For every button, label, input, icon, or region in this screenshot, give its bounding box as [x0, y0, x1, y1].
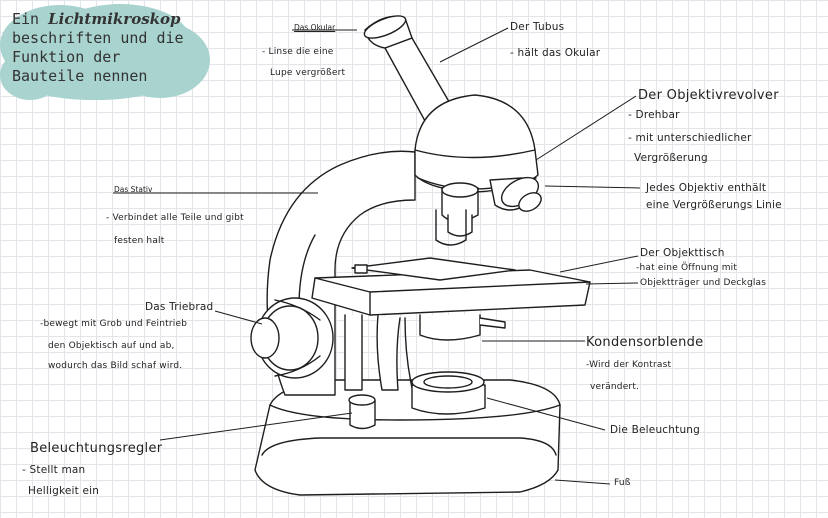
label-regler-desc1: - Stellt man [22, 465, 85, 476]
label-revolver-name: Der Objektivrevolver [638, 88, 779, 103]
dash: - [40, 319, 44, 329]
label-objekttisch-desc1: -hat eine Öffnung mit [636, 264, 737, 273]
label-revolver-desc2: - mit unterschiedlicher [628, 133, 752, 144]
brightness-knob [349, 399, 376, 430]
label-regler-name: Beleuchtungsregler [30, 441, 163, 456]
dash: - [628, 132, 632, 144]
leader-lines [113, 27, 641, 485]
title-text: Ein Lichtmikroskop beschriften und die F… [12, 10, 184, 86]
label-revolver-desc1-text: Drehbar [635, 109, 680, 121]
label-kondensor-desc1-text: Wird der Kontrast [589, 360, 672, 370]
label-triebrad-desc2: den Objektisch auf und ab, [48, 341, 175, 351]
label-kondensor-desc2: verändert. [590, 382, 640, 392]
label-objektiv-desc1: Jedes Objektiv enthält [646, 182, 767, 194]
dash: - [262, 47, 266, 57]
label-okular-desc2: Lupe vergrößert [270, 68, 346, 78]
microscope-drawing [250, 15, 591, 496]
focus-knob-triebrad [250, 297, 334, 379]
illumination [411, 384, 486, 415]
label-stativ-name: Das Stativ [114, 185, 153, 194]
label-revolver-desc3: Vergrößerung [634, 152, 708, 164]
label-regler-desc1-text: Stellt man [29, 464, 86, 476]
title-line3: Funktion der [12, 48, 121, 66]
label-fuss-name: Fuß [614, 478, 631, 488]
label-tubus-desc: - hält das Okular [510, 48, 600, 59]
label-stativ-desc1: - Verbindet alle Teile und gibt [106, 214, 244, 223]
objective-lenses [435, 176, 542, 246]
label-revolver-desc1: - Drehbar [628, 110, 680, 121]
label-beleuchtung-name: Die Beleuchtung [610, 424, 701, 436]
label-triebrad-desc1: -bewegt mit Grob und Feintrieb [40, 320, 187, 329]
slide-clip [351, 257, 516, 281]
label-stativ-desc1-text: Verbindet alle Teile und gibt [112, 213, 244, 223]
label-stativ-desc2: festen halt [114, 236, 165, 246]
label-triebrad-name: Das Triebrad [145, 301, 214, 313]
label-revolver-desc2-text: mit unterschiedlicher [635, 132, 752, 144]
label-triebrad-desc1-text: bewegt mit Grob und Feintrieb [43, 319, 188, 329]
stage-objekttisch [311, 269, 591, 316]
dash: - [636, 263, 640, 273]
label-okular-desc: - Linse die eine [262, 48, 334, 57]
title-cloud-blob [0, 4, 210, 100]
label-objekttisch-desc2: Objektträger und Deckglas [640, 278, 767, 288]
title-emphasis: Lichtmikroskop [48, 10, 181, 28]
label-okular-desc-text: Linse die eine [268, 47, 334, 57]
dash: - [510, 47, 514, 59]
label-triebrad-desc3: wodurch das Bild schaf wird. [48, 361, 183, 371]
dash: - [106, 213, 110, 223]
label-okular-name: Das Okular [294, 23, 336, 32]
label-kondensor-name: Kondensorblende [586, 335, 704, 350]
condenser [419, 314, 481, 341]
title-line4: Bauteile nennen [12, 67, 148, 85]
title-line2: beschriften und die [12, 29, 184, 47]
label-objekttisch-desc1-text: hat eine Öffnung mit [639, 263, 738, 273]
title-prefix: Ein [12, 10, 40, 28]
dash: - [628, 109, 632, 121]
label-objektiv-desc2: eine Vergrößerungs Linie [646, 199, 782, 211]
label-objekttisch-name: Der Objekttisch [640, 247, 725, 259]
dash: - [22, 464, 26, 476]
label-regler-desc2: Helligkeit ein [28, 485, 100, 497]
revolver-head [414, 94, 539, 193]
label-kondensor-desc1: -Wird der Kontrast [586, 361, 671, 370]
dash: - [586, 360, 590, 370]
label-tubus-desc-text: hält das Okular [517, 47, 601, 59]
label-tubus-name: Der Tubus [510, 21, 565, 33]
